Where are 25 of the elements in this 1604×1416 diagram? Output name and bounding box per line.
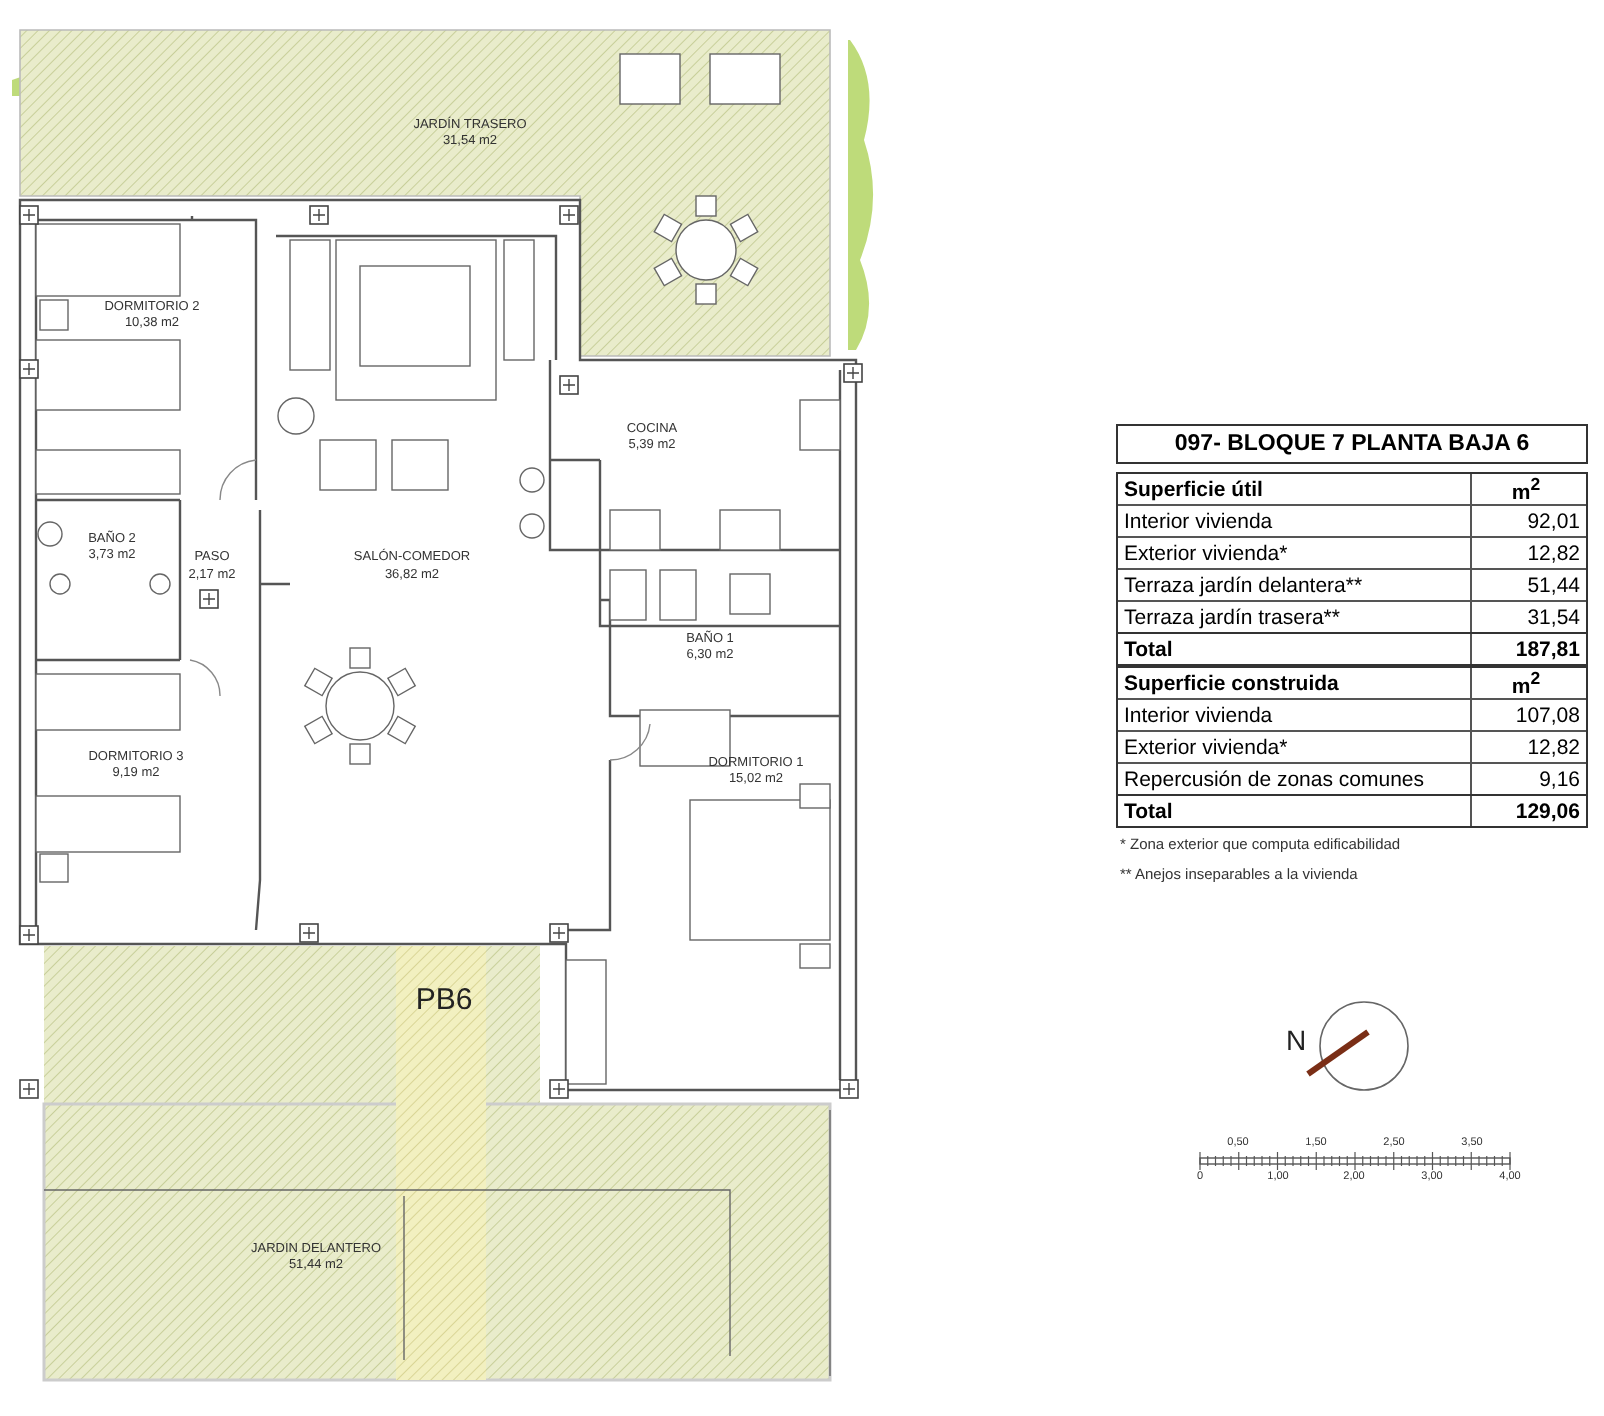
area-name: Interior vivienda	[1122, 703, 1275, 727]
area-value: 9,16	[1539, 767, 1580, 791]
unit-label: PB6	[415, 985, 473, 1015]
unit-header: m$^{2}$	[1511, 473, 1541, 505]
area-value: 187,81	[1515, 637, 1580, 661]
table-header: Superficie útil	[1122, 477, 1265, 501]
area-name: Repercusión de zonas comunes	[1122, 767, 1427, 791]
area-value: 107,08	[1515, 703, 1580, 727]
table-header: Superficie construida	[1122, 671, 1341, 695]
area-value: 129,06	[1515, 799, 1580, 823]
area-value: 12,82	[1527, 541, 1580, 565]
area-value: 12,82	[1527, 735, 1580, 759]
area-name: Total	[1122, 637, 1175, 661]
area-value: 92,01	[1527, 509, 1580, 533]
area-name: Exterior vivienda*	[1122, 541, 1290, 565]
area-name: Interior vivienda	[1122, 509, 1275, 533]
table-title: 097- BLOQUE 7 PLANTA BAJA 6	[1116, 424, 1588, 464]
area-name: Total	[1122, 799, 1175, 823]
north-label: N	[1285, 1026, 1307, 1054]
unit-header: m$^{2}$	[1511, 667, 1541, 699]
area-name: Terraza jardín trasera**	[1122, 605, 1342, 629]
area-value: 31,54	[1527, 605, 1580, 629]
area-value: 51,44	[1527, 573, 1580, 597]
area-name: Terraza jardín delantera**	[1122, 573, 1365, 597]
area-name: Exterior vivienda*	[1122, 735, 1290, 759]
